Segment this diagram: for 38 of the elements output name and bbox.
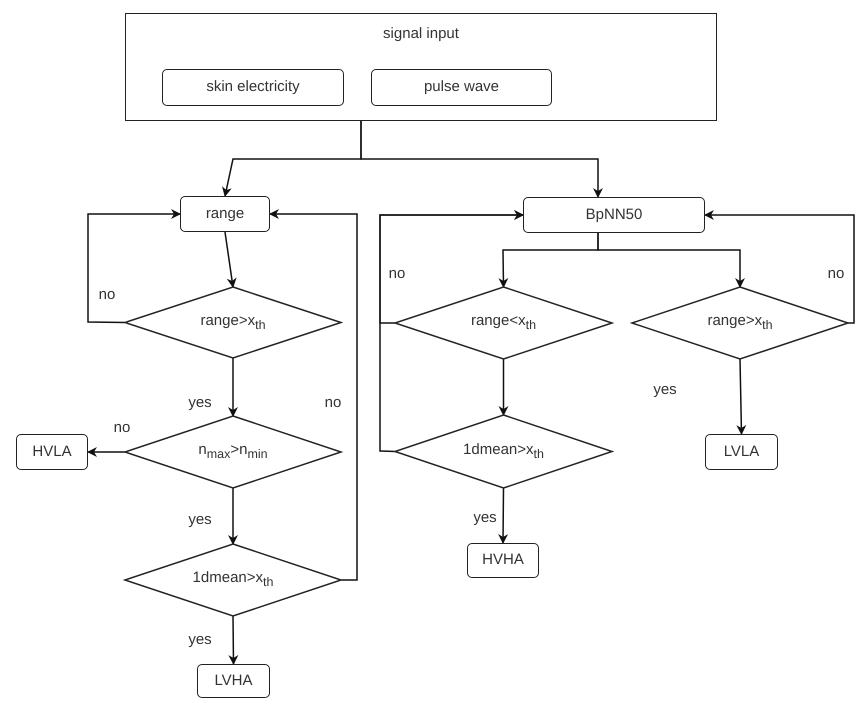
node-label: skin electricity bbox=[206, 79, 300, 96]
arrow bbox=[498, 488, 508, 544]
arrow bbox=[228, 358, 238, 417]
arrow bbox=[228, 616, 238, 665]
arrow bbox=[360, 121, 603, 198]
arrow bbox=[269, 209, 358, 581]
process-box bbox=[16, 434, 88, 470]
process-box bbox=[197, 664, 270, 698]
arrow bbox=[379, 210, 524, 452]
node-label: LVHA bbox=[214, 672, 253, 690]
process-box bbox=[162, 69, 344, 106]
node-label: n$_{max}$>n$_{min}$ bbox=[198, 442, 268, 462]
process-box bbox=[180, 196, 270, 232]
arrow bbox=[228, 488, 238, 545]
process-box bbox=[371, 69, 552, 106]
node-label: 1dmean>x$_{th}$ bbox=[192, 570, 274, 590]
arrow bbox=[704, 210, 855, 324]
node-label: pulse wave bbox=[424, 79, 500, 96]
group-title: signal input bbox=[383, 26, 459, 42]
node-label: BpNN50 bbox=[586, 206, 642, 224]
node-label: range>x$_{th}$ bbox=[200, 312, 266, 332]
arrow bbox=[87, 447, 125, 457]
arrow bbox=[597, 233, 745, 288]
node-label: 1dmean>x$_{th}$ bbox=[463, 442, 544, 462]
node-label: LVLA bbox=[724, 444, 760, 460]
arrow bbox=[498, 359, 508, 416]
process-box bbox=[705, 434, 778, 470]
node-label: HVLA bbox=[32, 444, 72, 460]
node-label: range>x$_{th}$ bbox=[707, 313, 773, 333]
node-label: range bbox=[206, 206, 244, 222]
process-box bbox=[523, 197, 705, 233]
node-label: range<x$_{th}$ bbox=[470, 313, 536, 333]
node-label: HVHA bbox=[482, 552, 524, 569]
arrow bbox=[736, 358, 746, 435]
process-box bbox=[467, 543, 539, 578]
group-panel bbox=[125, 13, 717, 121]
arrow bbox=[87, 209, 181, 324]
arrow bbox=[224, 232, 237, 288]
